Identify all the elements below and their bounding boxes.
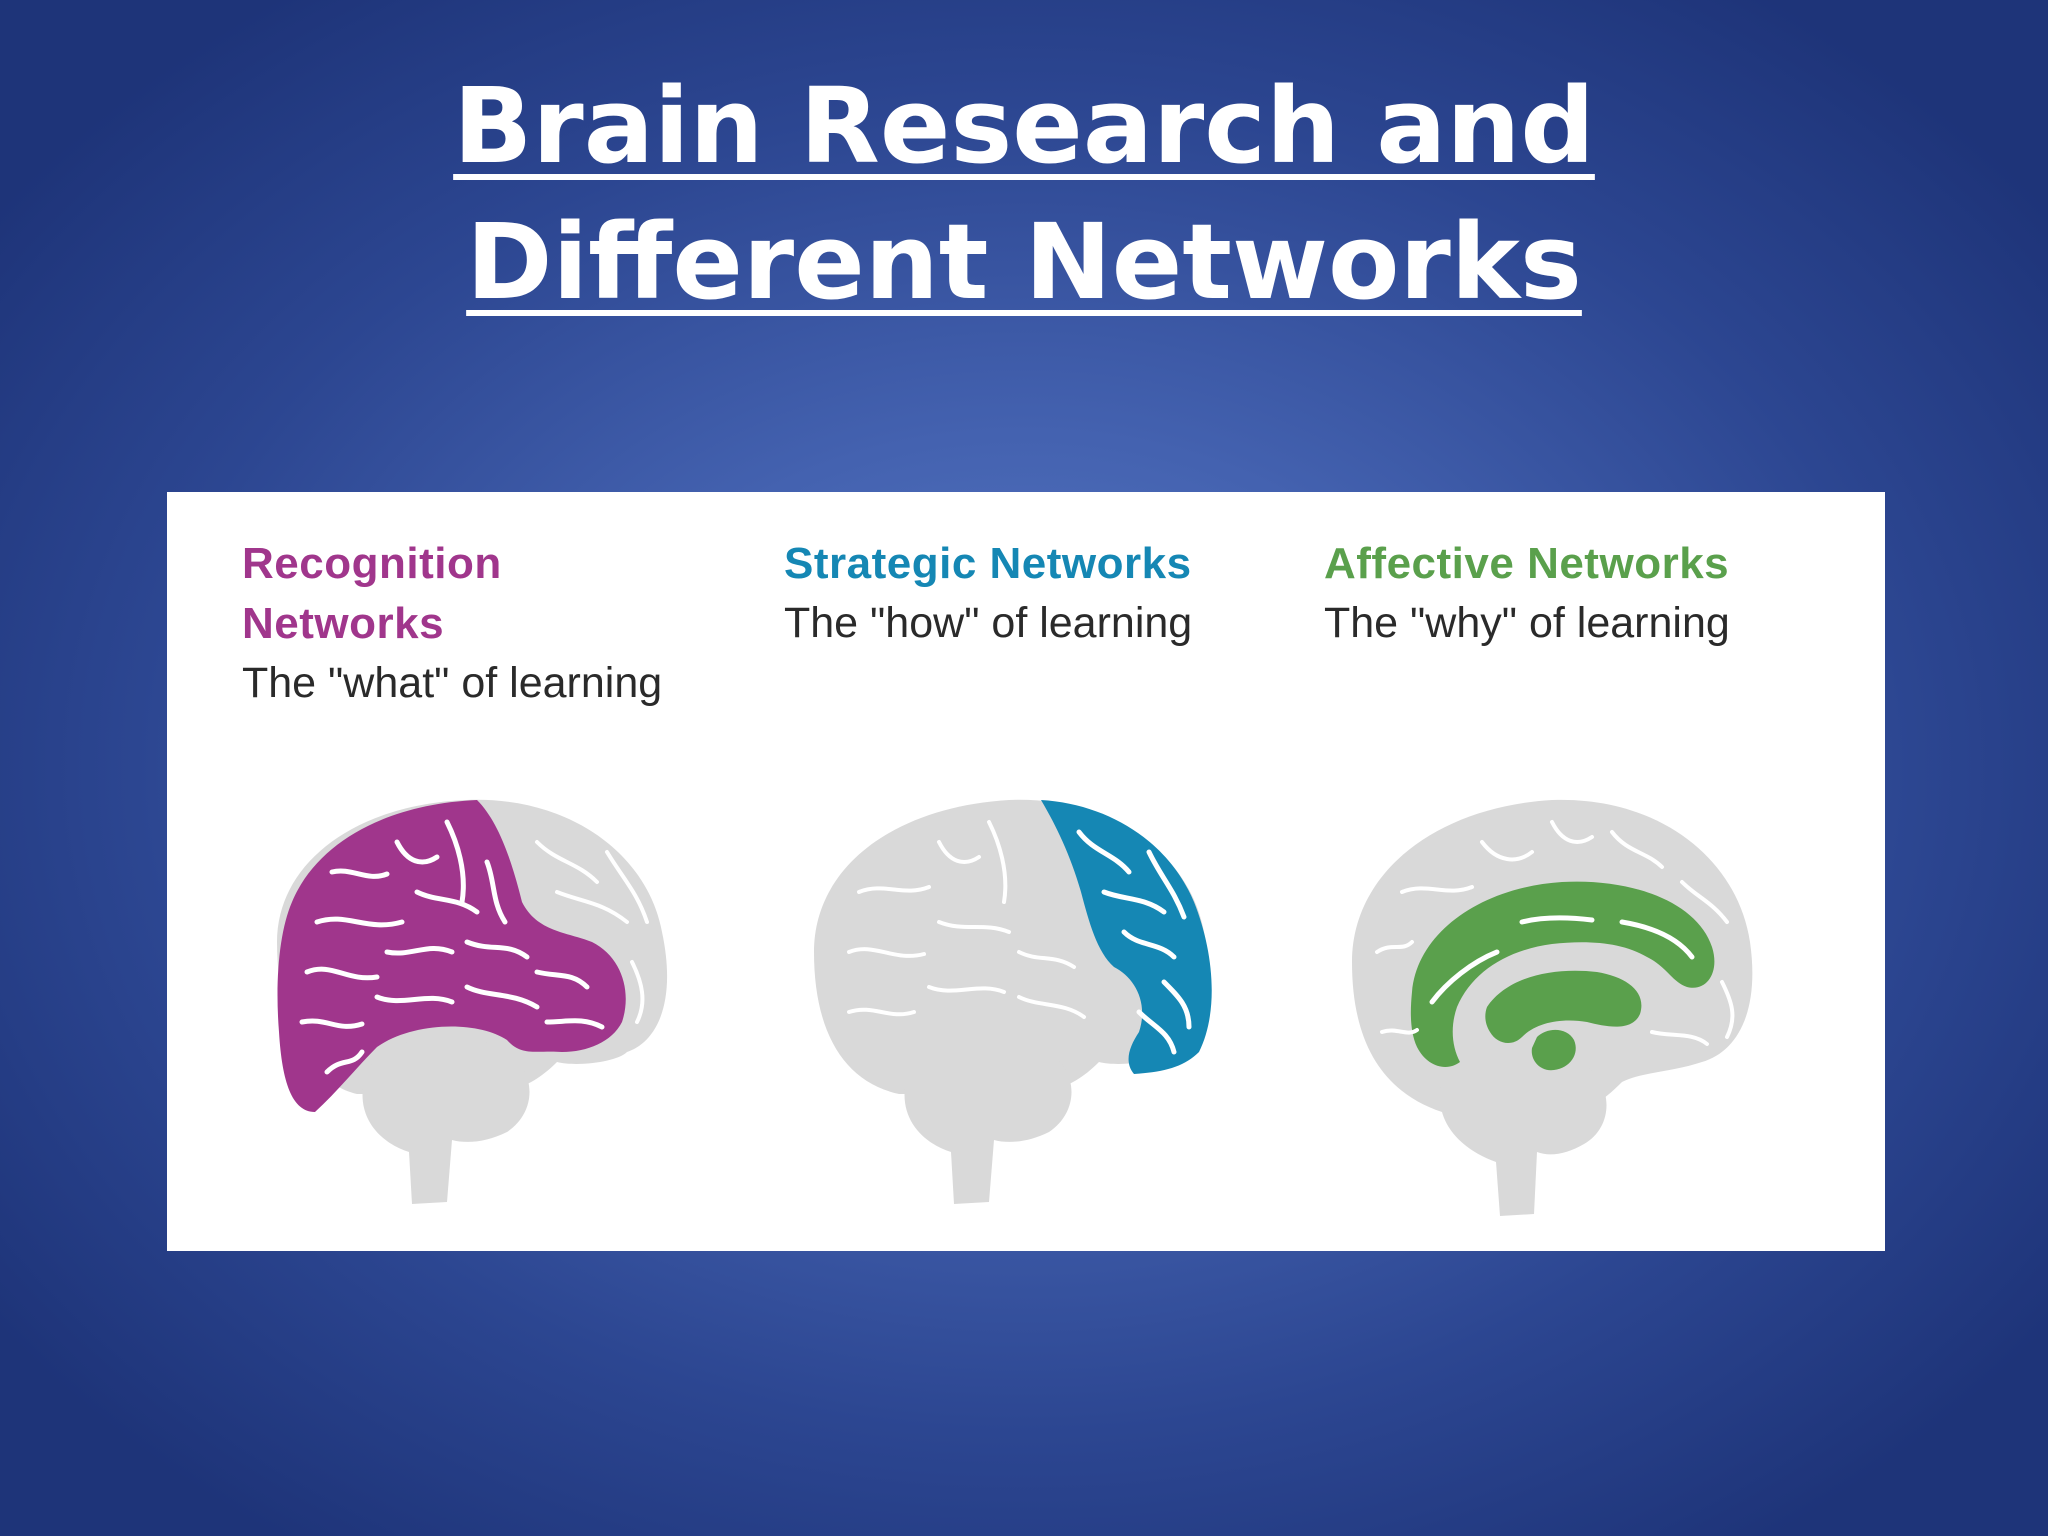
network-name: Recognition Networks	[242, 539, 502, 648]
brain-lateral-back-highlight-icon	[277, 799, 668, 1204]
network-tagline: The "why" of learning	[1324, 599, 1730, 647]
brain-lateral-front-highlight-icon	[814, 799, 1212, 1204]
slide-title: Brain Research and Different Networks	[0, 58, 2048, 330]
network-tagline: The "how" of learning	[784, 599, 1193, 647]
brain-medial-limbic-highlight-icon	[1352, 799, 1753, 1216]
network-name: Strategic Networks	[784, 539, 1192, 588]
title-line-2: Different Networks	[466, 201, 1582, 323]
network-tagline: The "what" of learning	[242, 659, 663, 707]
networks-diagram-panel: Recognition Networks The "what" of learn…	[167, 492, 1885, 1251]
affective-network-label: Affective Networks The "why" of learning	[1324, 534, 1844, 652]
recognition-network-label: Recognition Networks The "what" of learn…	[242, 534, 722, 712]
strategic-network-label: Strategic Networks The "how" of learning	[784, 534, 1304, 652]
network-name: Affective Networks	[1324, 539, 1730, 588]
title-line-1: Brain Research and	[453, 65, 1595, 187]
